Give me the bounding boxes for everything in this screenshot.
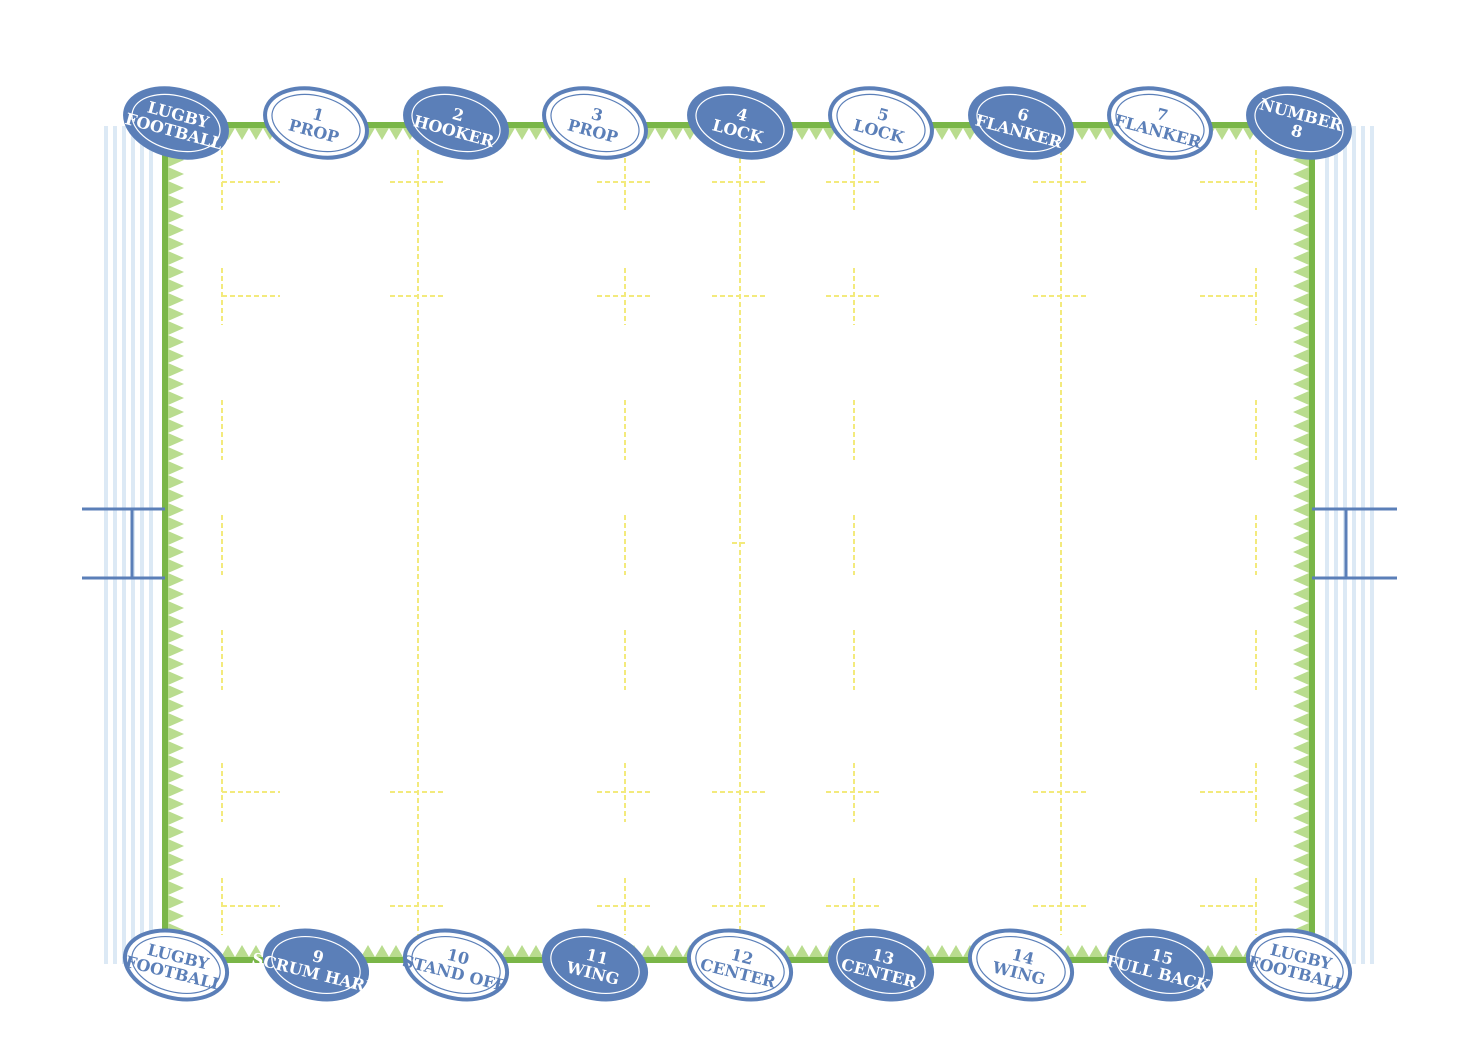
field-lines: [221, 150, 1257, 935]
stand-stripe: [1334, 126, 1338, 964]
stand-stripe: [122, 126, 126, 964]
goal-post-icon: [82, 507, 165, 580]
ball-label: 8: [1289, 121, 1305, 142]
stand-stripe: [1370, 126, 1374, 964]
ball-label: 15: [1149, 945, 1175, 969]
ball-label: 7: [1154, 104, 1170, 125]
ball-label: 6: [1015, 104, 1031, 125]
fringe-edge: [1293, 125, 1309, 960]
ball-label: 11: [584, 945, 610, 969]
stand-stripe: [1325, 126, 1329, 964]
field-area: [165, 125, 1312, 960]
ball-label: 12: [729, 945, 755, 969]
ball-label: 1: [310, 104, 326, 125]
ball-label: 9: [310, 946, 325, 967]
stand-stripe: [104, 126, 108, 964]
stand-stripe: [113, 126, 117, 964]
ball-label: 13: [870, 945, 896, 969]
ball-label: 2: [450, 104, 466, 125]
stand-stripe: [149, 126, 153, 964]
ball-label: 4: [734, 104, 750, 125]
stand-stripe: [1352, 126, 1356, 964]
fringe-edge: [168, 125, 184, 960]
goal-post-icon: [1312, 507, 1397, 580]
ball-label: 10: [445, 945, 471, 969]
stand-stripe: [1361, 126, 1365, 964]
ball-label: 5: [875, 104, 891, 125]
ball-label: 3: [589, 104, 605, 125]
stand-stripe: [140, 126, 144, 964]
ball-label: 14: [1010, 945, 1036, 969]
